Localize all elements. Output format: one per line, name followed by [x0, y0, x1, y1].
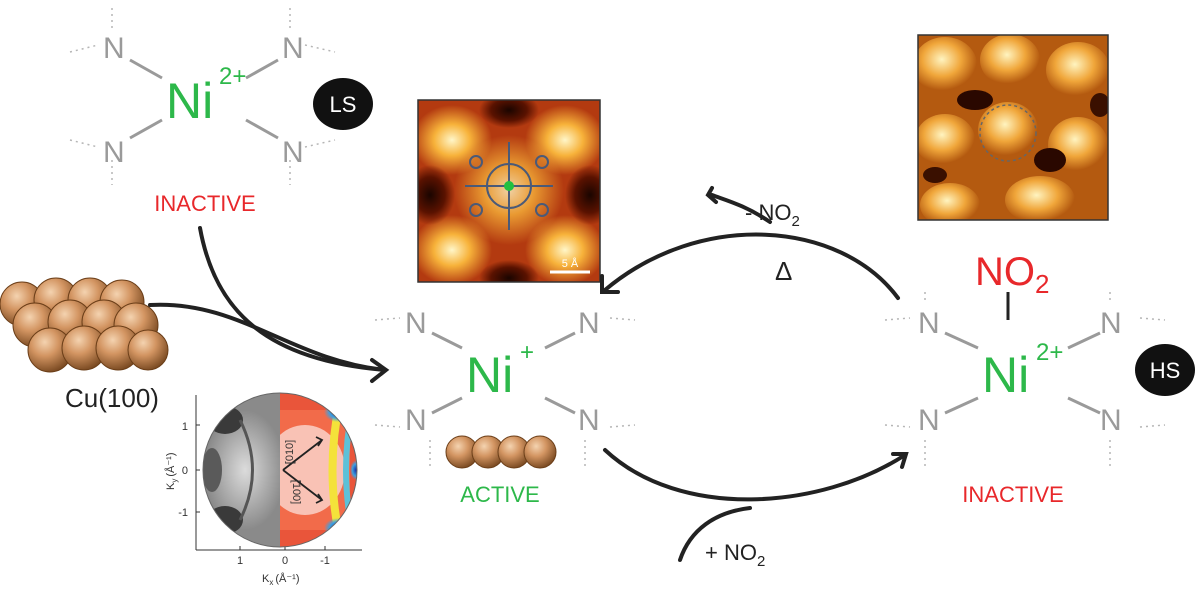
nitrogen-atom: N [578, 307, 600, 340]
spin-badge-hs [1135, 344, 1195, 396]
adsorption-label: + NO2 [705, 540, 765, 570]
stm-image-no2 [917, 34, 1109, 221]
nickel-marker-icon [504, 181, 514, 191]
spin-badge-label: HS [1150, 358, 1181, 383]
heat-label: Δ [775, 256, 792, 286]
arrow-head [600, 274, 620, 294]
state-label-inactive: INACTIVE [154, 191, 255, 216]
nitrogen-atom: N [1100, 307, 1122, 340]
copper-substrate-cluster [0, 277, 169, 373]
x-tick: 1 [237, 555, 243, 567]
svg-text:Ky(Å⁻¹): Ky(Å⁻¹) [164, 453, 179, 490]
nitrogen-atom: N [405, 307, 427, 340]
arrow-cu-to-active [148, 302, 387, 372]
reaction-arrows [148, 186, 909, 562]
right-bonds [944, 331, 1101, 415]
direction-010-label: [010] [284, 440, 296, 464]
top-left-bonds [129, 58, 279, 140]
top-left-dotted-frame [69, 8, 336, 185]
nickel-charge: 2+ [1036, 339, 1063, 366]
nickel-charge: 2+ [219, 63, 246, 90]
x-tick: 0 [282, 555, 288, 567]
nitrogen-atom: N [1100, 404, 1122, 437]
nickel-center: Ni [466, 347, 513, 403]
molecule-highlight-circle [979, 104, 1037, 162]
state-label-active: ACTIVE [460, 482, 539, 507]
nitrogen-atom: N [578, 404, 600, 437]
nitrogen-atom: N [918, 307, 940, 340]
center-bonds [431, 331, 576, 415]
arrow-head [891, 452, 909, 469]
arrow-ls-to-active [198, 226, 387, 372]
y-tick: 1 [182, 421, 188, 433]
arrow-desorption [603, 232, 900, 300]
center-dotted-frame [374, 317, 636, 470]
top-left-complex: N N N N Ni 2+ LS INACTIVE [69, 8, 373, 216]
y-tick: -1 [178, 507, 188, 519]
scale-bar-label: 5 Å [562, 257, 579, 270]
nitrogen-atom: N [405, 404, 427, 437]
arrow-adsorption [603, 448, 907, 502]
state-label-inactive: INACTIVE [962, 482, 1063, 507]
desorption-label: - NO2 [745, 200, 800, 230]
nickel-charge: + [520, 339, 534, 366]
arrow-head [705, 186, 718, 204]
nickel-center: Ni [982, 347, 1029, 403]
nitrogen-atom: N [918, 404, 940, 437]
arrow-no2-incoming [678, 506, 752, 562]
stm-image-active: 5 Å [417, 99, 601, 283]
x-axis-label: Kx(Å⁻¹) [262, 572, 299, 587]
spin-badge-label: LS [330, 92, 357, 117]
y-axis-label: Ky(Å⁻¹) [164, 453, 179, 490]
spin-badge-ls [313, 78, 373, 130]
nitrogen-atom: N [103, 136, 125, 169]
x-tick: -1 [320, 555, 330, 567]
y-tick: 0 [182, 465, 188, 477]
no2-ligand: NO2 [975, 250, 1049, 299]
copper-row [445, 435, 557, 469]
photoemission-map: [010] [100] 1 0 -1 1 0 -1 Ky(Å⁻¹) Kx(Å⁻¹… [164, 392, 362, 587]
nickel-center: Ni [166, 73, 213, 129]
right-complex: NO2 N N N N Ni 2+ HS INACTIVE [884, 250, 1195, 507]
direction-100-label: [100] [290, 480, 302, 504]
right-dotted-frame [884, 292, 1166, 470]
nitrogen-atom: N [282, 136, 304, 169]
center-complex: N N N N Ni + ACTIVE [374, 307, 636, 507]
nitrogen-atom: N [103, 32, 125, 65]
nitrogen-atom: N [282, 32, 304, 65]
substrate-label: Cu(100) [65, 383, 159, 413]
arrow-no2-release [710, 193, 772, 224]
